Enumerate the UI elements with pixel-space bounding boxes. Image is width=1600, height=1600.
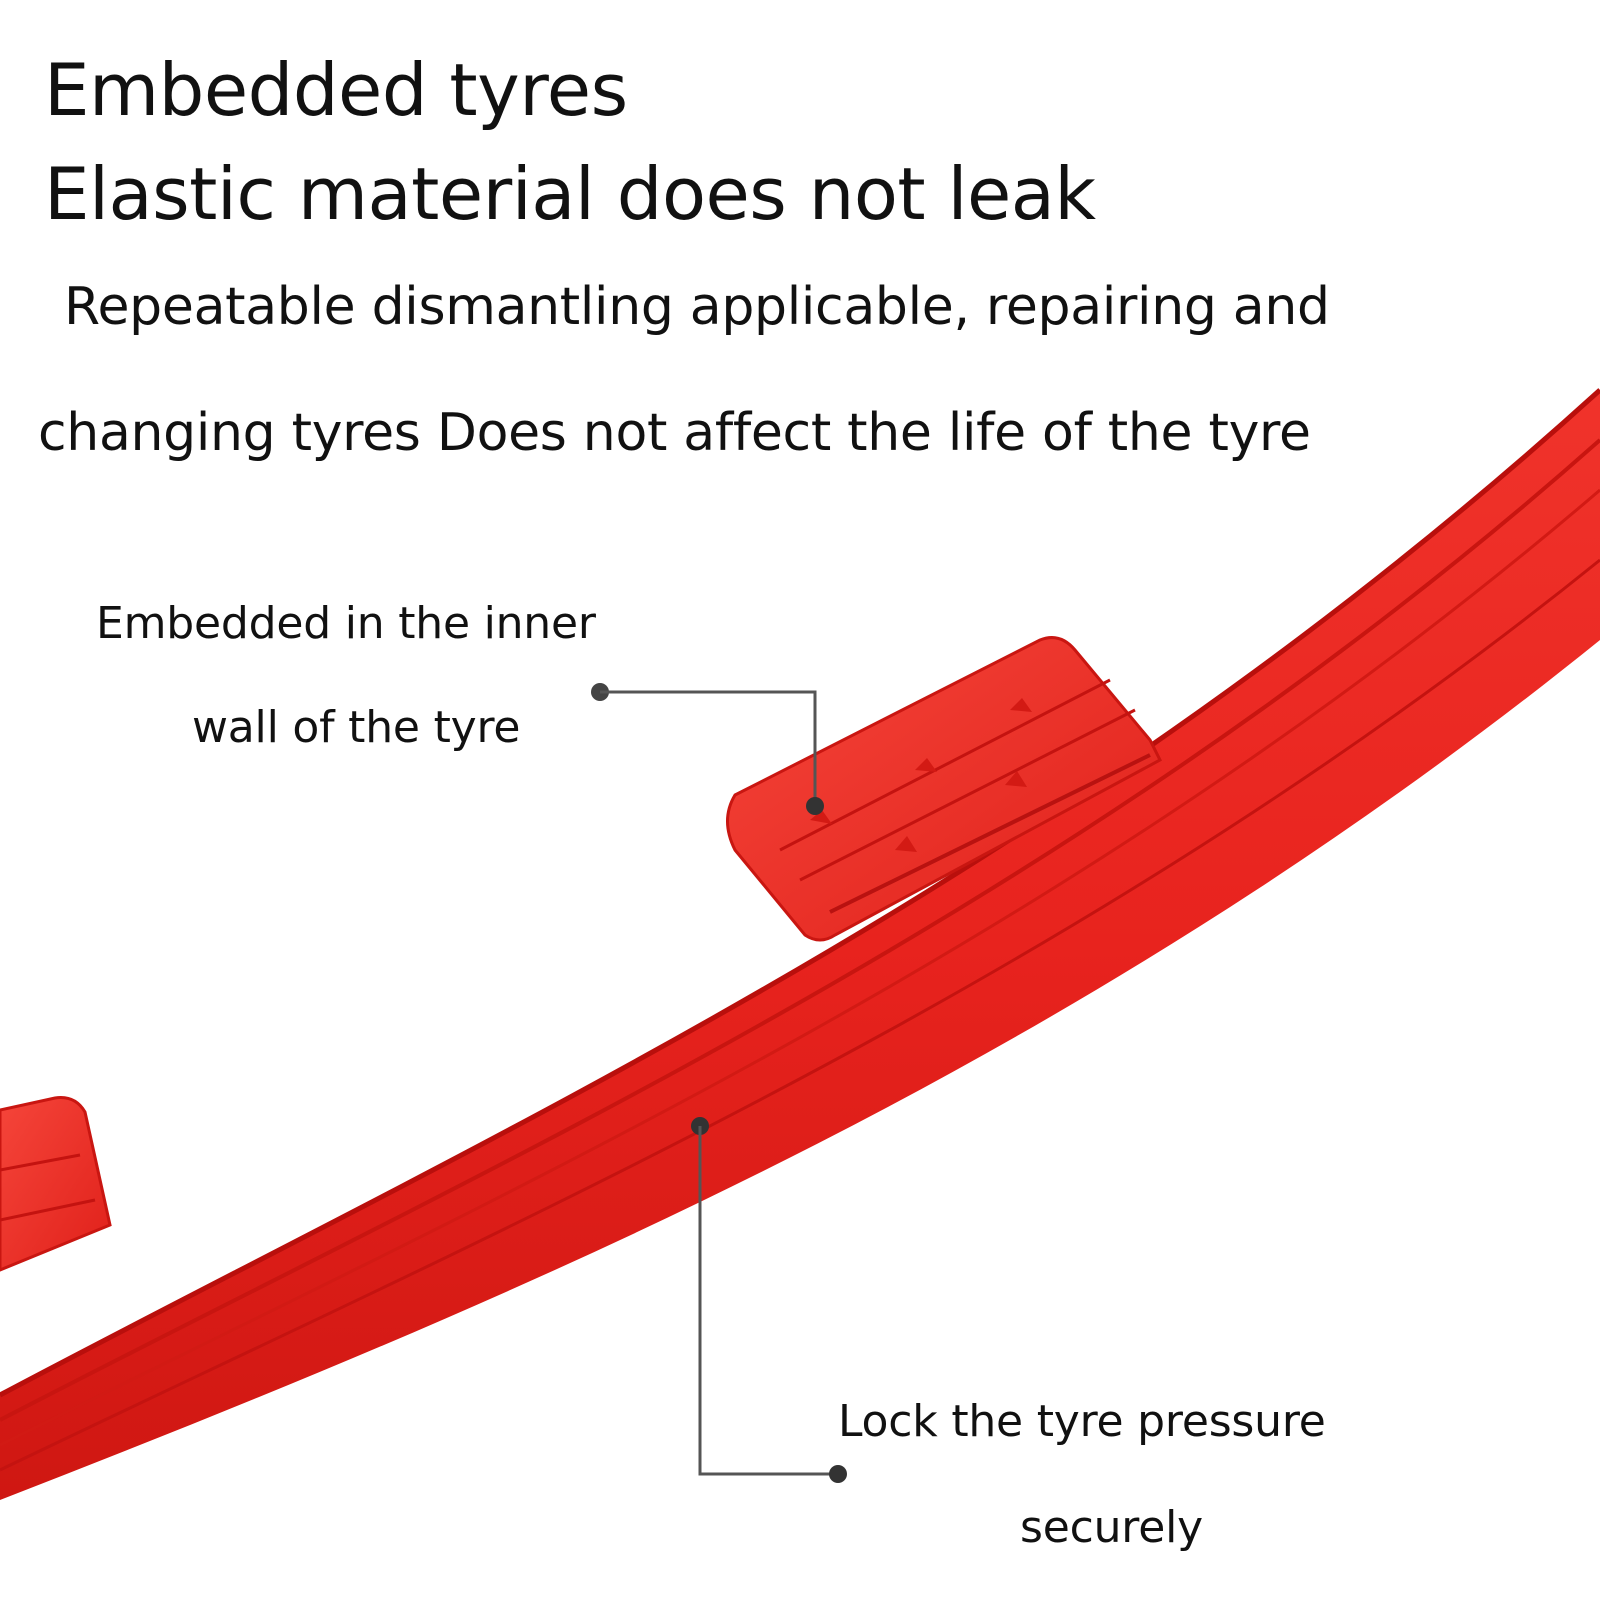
leader-line-inner-wall: [591, 683, 824, 815]
red-band: [0, 390, 1600, 1500]
body-line-2: changing tyres Does not affect the life …: [38, 403, 1311, 463]
callout-inner-wall-line-2: wall of the tyre: [192, 702, 521, 753]
headline-line-2: Elastic material does not leak: [44, 152, 1096, 236]
band-groove: [0, 558, 1600, 1472]
embedded-pad: [726, 636, 1162, 942]
band-edge: [0, 388, 1600, 1398]
callout-pressure-line-1: Lock the tyre pressure: [838, 1396, 1326, 1447]
embedded-pad-partial: [0, 1096, 112, 1272]
callout-pressure-line-2: securely: [1020, 1502, 1203, 1553]
headline-line-1: Embedded tyres: [44, 48, 628, 132]
callout-inner-wall-line-1: Embedded in the inner: [96, 598, 596, 649]
body-line-1: Repeatable dismantling applicable, repai…: [64, 277, 1330, 337]
band-groove: [0, 438, 1600, 1422]
leader-line-pressure: [691, 1117, 847, 1483]
band-groove: [0, 488, 1600, 1447]
